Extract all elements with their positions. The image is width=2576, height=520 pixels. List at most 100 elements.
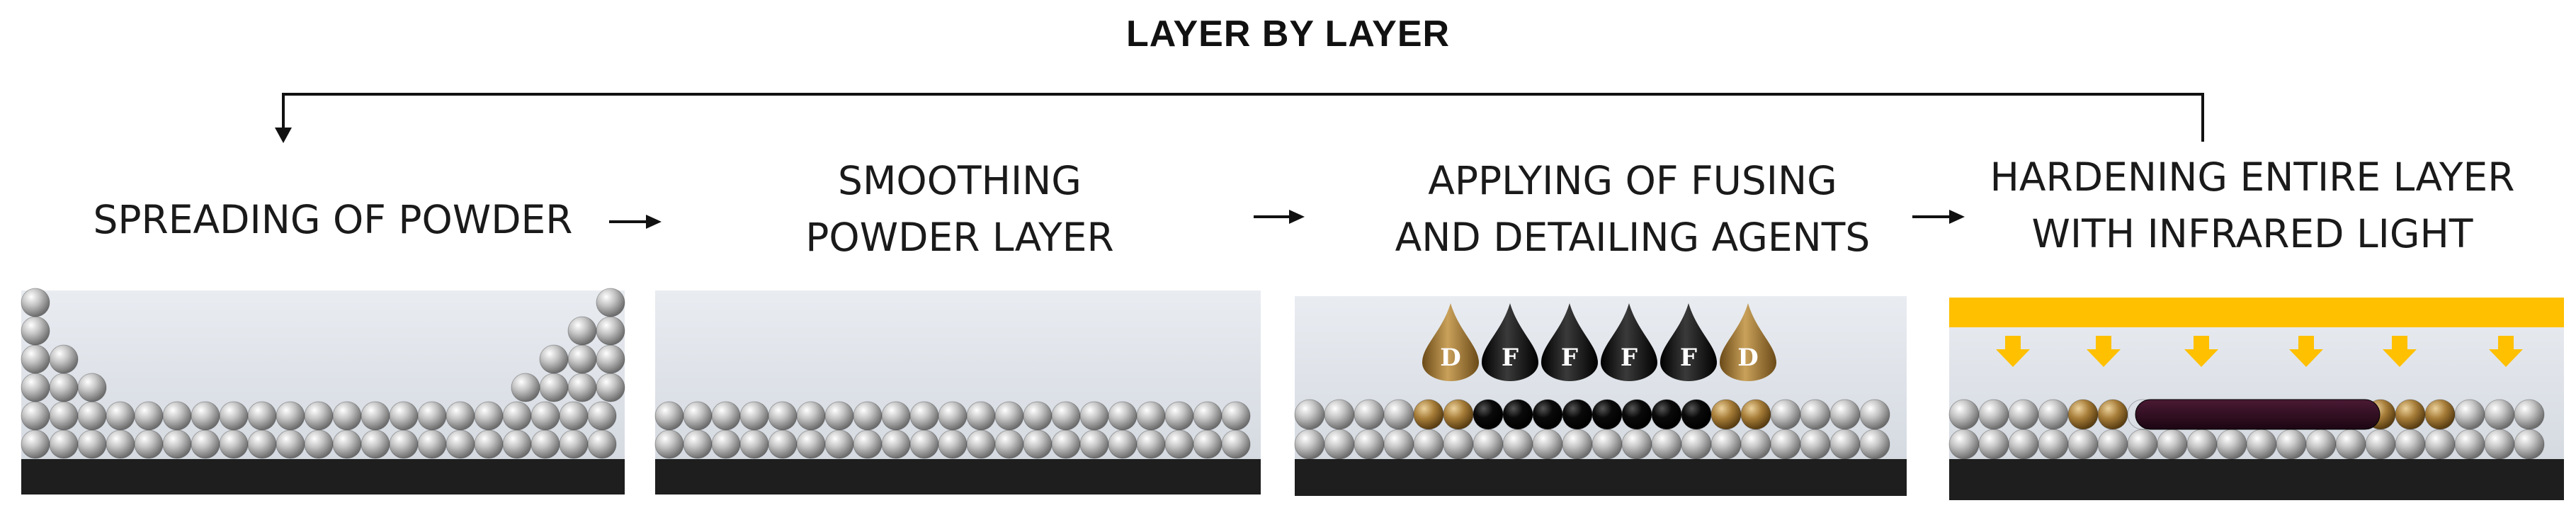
powder-particle xyxy=(587,429,617,459)
powder-particle xyxy=(1023,401,1052,431)
powder-particle xyxy=(511,373,540,402)
droplet-label: F xyxy=(1621,344,1638,372)
detailing-agent-particle xyxy=(2424,399,2456,430)
powder-particle xyxy=(587,401,617,431)
powder-particle xyxy=(21,429,50,459)
powder-particle xyxy=(559,401,589,431)
step-label-line: APPLYING OF FUSING xyxy=(1428,158,1837,203)
powder-particle xyxy=(162,401,192,431)
step-label-line: SMOOTHING xyxy=(838,158,1082,203)
detailing-agent-particle xyxy=(1443,399,1474,430)
droplet-label: F xyxy=(1561,344,1578,372)
powder-particle xyxy=(2008,429,2039,460)
build-plate xyxy=(655,459,1261,494)
powder-particle xyxy=(2008,399,2039,430)
powder-particle xyxy=(994,429,1024,459)
powder-particle xyxy=(1324,399,1355,430)
fusing-agent-particle xyxy=(1681,399,1712,430)
step-arrow xyxy=(1912,210,1965,224)
powder-particle xyxy=(2067,429,2099,460)
powder-particle xyxy=(361,429,390,459)
powder-particle xyxy=(1193,429,1222,459)
fusing-agent-particle xyxy=(1651,399,1682,430)
powder-particle xyxy=(1413,429,1444,460)
powder-particle xyxy=(1591,429,1623,460)
powder-particle xyxy=(539,344,569,374)
fusing-agent-particle xyxy=(1502,399,1533,430)
powder-particle xyxy=(389,429,419,459)
powder-particle xyxy=(1978,399,2009,430)
infrared-arrow-icon xyxy=(1996,336,2030,367)
powder-particle xyxy=(389,401,419,431)
powder-particle xyxy=(219,429,249,459)
fusing-agent-particle xyxy=(1591,399,1623,430)
powder-particle xyxy=(1859,399,1890,430)
powder-particle xyxy=(739,429,769,459)
powder-particle xyxy=(2127,429,2158,460)
powder-particle xyxy=(853,429,883,459)
layer-loop-arrow xyxy=(282,93,2204,142)
powder-particle xyxy=(21,373,50,402)
powder-particle xyxy=(2484,429,2515,460)
powder-particle xyxy=(219,401,249,431)
powder-particle xyxy=(994,401,1024,431)
arrow-head-icon xyxy=(275,128,292,143)
powder-particle xyxy=(2216,429,2247,460)
powder-particle xyxy=(1740,429,1771,460)
powder-particle xyxy=(1354,429,1385,460)
powder-particle xyxy=(596,373,625,402)
powder-particle xyxy=(530,429,560,459)
powder-particle xyxy=(853,401,883,431)
powder-particle xyxy=(49,429,79,459)
step-arrow xyxy=(609,215,662,229)
powder-particle xyxy=(49,344,79,374)
powder-particle xyxy=(1383,429,1414,460)
powder-particle xyxy=(567,344,597,374)
powder-particle xyxy=(276,401,305,431)
step-label-hardening: HARDENING ENTIRE LAYER WITH INFRARED LIG… xyxy=(1941,149,2564,262)
diagram-title: LAYER BY LAYER xyxy=(1125,13,1451,55)
powder-particle xyxy=(21,401,50,431)
powder-particle xyxy=(2395,429,2426,460)
powder-particle xyxy=(1443,429,1474,460)
powder-particle xyxy=(191,401,220,431)
powder-particle xyxy=(106,401,135,431)
powder-particle xyxy=(2276,429,2307,460)
powder-particle xyxy=(361,401,390,431)
detailing-agent-particle xyxy=(2067,399,2099,430)
powder-particle xyxy=(2305,429,2337,460)
powder-particle xyxy=(417,429,447,459)
powder-particle xyxy=(21,316,50,346)
powder-particle xyxy=(739,401,769,431)
powder-particle xyxy=(654,429,684,459)
step-label-applying-agents: APPLYING OF FUSING AND DETAILING AGENTS xyxy=(1296,152,1969,266)
powder-particle xyxy=(1800,399,1831,430)
powder-particle xyxy=(2424,429,2456,460)
powder-particle xyxy=(2246,429,2277,460)
powder-particle xyxy=(502,401,532,431)
powder-particle xyxy=(49,373,79,402)
step-label-line: WITH INFRARED LIGHT xyxy=(2031,211,2473,256)
powder-particle xyxy=(1532,429,1563,460)
powder-balls xyxy=(21,288,625,459)
powder-particle xyxy=(1051,429,1081,459)
infrared-arrow-icon xyxy=(2087,336,2121,367)
droplet-label: F xyxy=(1680,344,1697,372)
powder-particle xyxy=(596,316,625,346)
powder-particle xyxy=(1051,401,1081,431)
fusing-agent-droplet: F xyxy=(1541,303,1598,381)
infrared-lamp xyxy=(1949,298,2564,327)
panel-smoothing xyxy=(654,290,1261,494)
infrared-arrow-icon xyxy=(2184,336,2218,367)
powder-particle xyxy=(909,429,939,459)
detailing-agent-particle xyxy=(1740,399,1771,430)
detailing-agent-particle xyxy=(2097,399,2128,430)
powder-particle xyxy=(824,429,854,459)
powder-particle xyxy=(77,429,107,459)
build-plate xyxy=(1949,459,2564,500)
powder-balls xyxy=(654,401,1251,459)
powder-particle xyxy=(332,429,362,459)
powder-particle xyxy=(1108,401,1137,431)
powder-particle xyxy=(1770,399,1801,430)
